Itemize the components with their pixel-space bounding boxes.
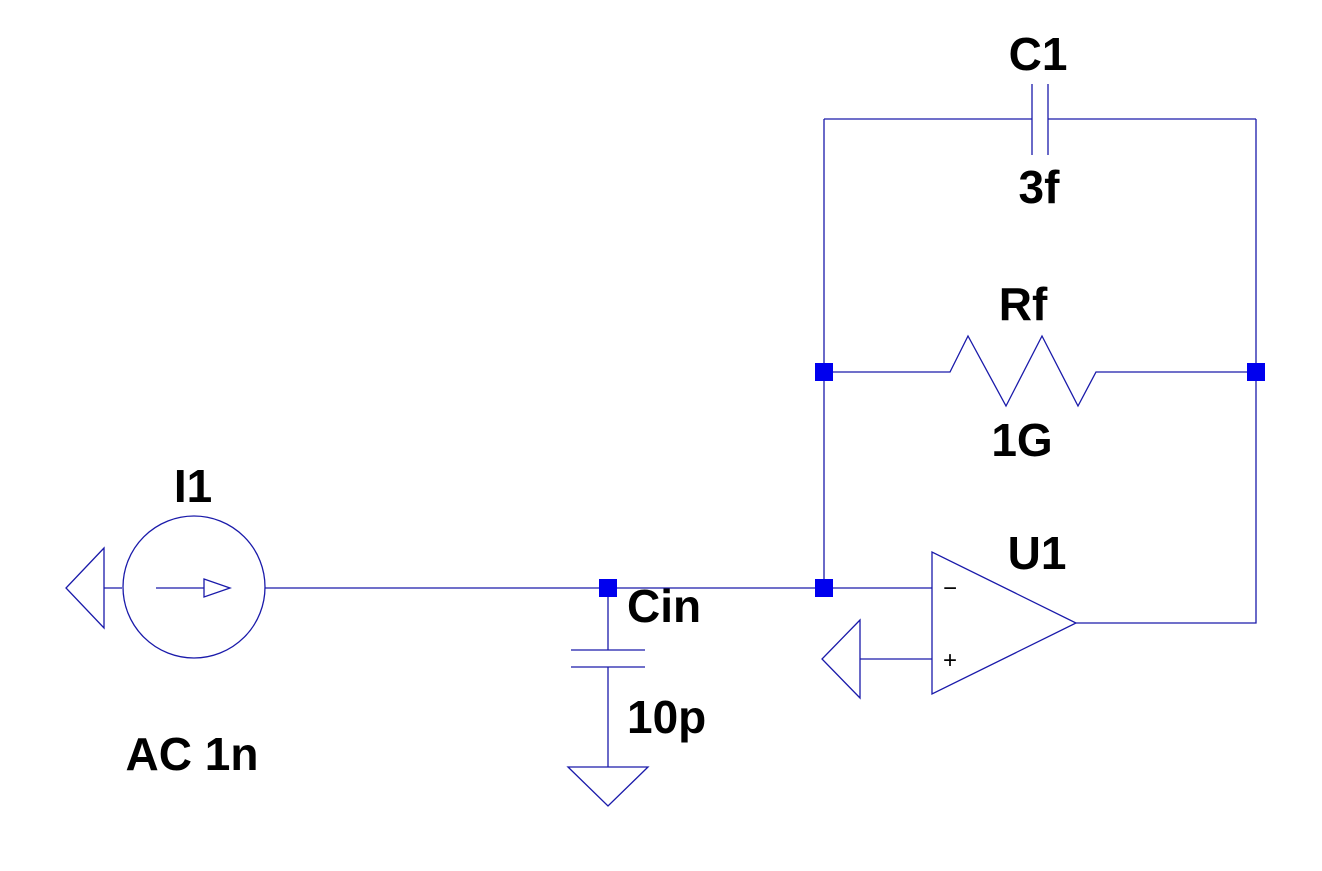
opamp-inverting-sign: − [943,575,957,602]
ground-symbol-opamp [821,618,932,700]
label-i1-ref: I1 [174,460,212,512]
label-cin-value: 10p [627,691,706,743]
junction-rf-left [815,363,833,381]
ground-symbol-source [65,546,122,630]
opamp-u1[interactable] [931,550,1078,696]
junction-cin [599,579,617,597]
label-c1-value: 3f [1019,161,1061,213]
label-rf-ref: Rf [999,278,1048,330]
junction-opamp-input [815,579,833,597]
label-i1-value: AC 1n [126,728,259,780]
wire-feedback-right [1076,119,1257,624]
label-u1-ref: U1 [1008,527,1067,579]
junction-rf-right [1247,363,1265,381]
capacitor-c1[interactable] [824,84,1256,155]
label-cin-ref: Cin [627,580,701,632]
label-c1-ref: C1 [1009,28,1068,80]
label-rf-value: 1G [991,414,1052,466]
resistor-rf[interactable] [824,334,1256,408]
capacitor-cin[interactable] [571,588,645,767]
current-source-i1[interactable] [122,515,266,659]
ground-symbol-cin [566,766,650,807]
opamp-noninverting-sign: + [943,647,957,674]
